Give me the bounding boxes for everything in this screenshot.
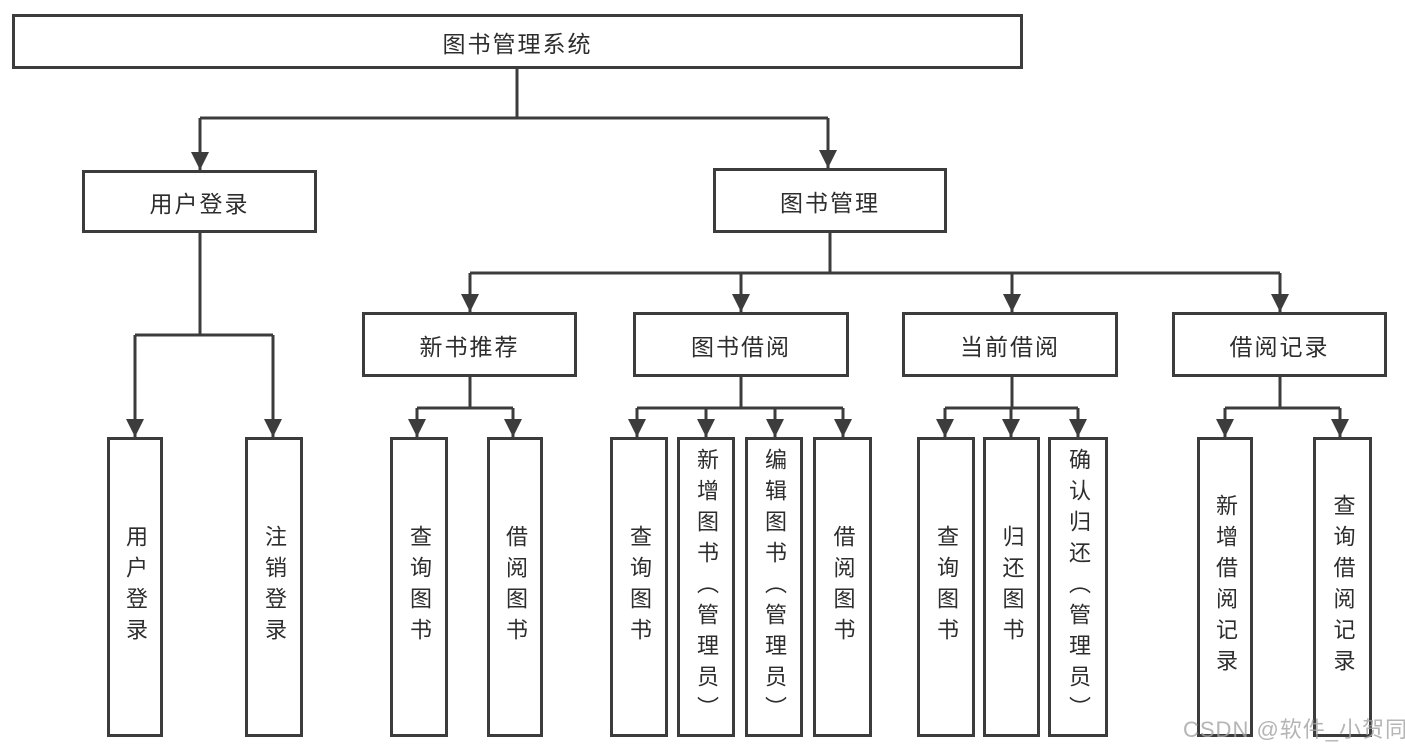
node-book-borrow: 图书借阅: [633, 312, 849, 377]
leaf-query-books: 查询图书: [610, 437, 668, 737]
leaf-query-books-label: 查询图书: [934, 525, 959, 649]
leaf-confirm-return-admin-label: 确认归还（管理员）: [1066, 447, 1091, 727]
node-book-management: 图书管理: [713, 168, 947, 233]
node-user-login-label: 用户登录: [149, 190, 250, 217]
leaf-user-login-label: 用户登录: [123, 525, 148, 649]
leaf-query-books-label: 查询图书: [627, 525, 652, 649]
leaf-add-book-admin: 新增图书（管理员）: [677, 437, 735, 737]
leaf-query-borrow-record: 查询借阅记录: [1313, 437, 1372, 737]
node-book-borrow-label: 图书借阅: [691, 333, 791, 360]
leaf-borrow-books: 借阅图书: [813, 437, 872, 737]
leaf-logout-label: 注销登录: [262, 525, 287, 649]
leaf-add-book-admin-label: 新增图书（管理员）: [694, 447, 719, 727]
node-borrow-records-label: 借阅记录: [1229, 333, 1330, 360]
node-new-book-recommend-label: 新书推荐: [419, 333, 520, 360]
leaf-return-books-label: 归还图书: [999, 525, 1025, 649]
leaf-borrow-books-label: 借阅图书: [830, 525, 856, 649]
leaf-query-books: 查询图书: [390, 437, 448, 737]
node-user-login: 用户登录: [82, 170, 317, 233]
leaf-add-borrow-record-label: 新增借阅记录: [1213, 494, 1238, 680]
leaf-query-books: 查询图书: [917, 437, 975, 737]
leaf-borrow-books-label: 借阅图书: [503, 525, 528, 649]
leaf-query-borrow-record-label: 查询借阅记录: [1330, 494, 1356, 680]
node-root-system-label: 图书管理系统: [442, 30, 593, 57]
connector-trunks: [135, 69, 1340, 410]
node-current-borrow-label: 当前借阅: [960, 333, 1060, 360]
leaf-edit-book-admin-label: 编辑图书（管理员）: [762, 447, 787, 727]
node-new-book-recommend: 新书推荐: [362, 312, 577, 377]
leaf-edit-book-admin: 编辑图书（管理员）: [745, 437, 803, 737]
node-root-system: 图书管理系统: [12, 14, 1023, 69]
leaf-borrow-books: 借阅图书: [487, 437, 543, 737]
leaf-confirm-return-admin: 确认归还（管理员）: [1048, 437, 1108, 737]
leaf-logout: 注销登录: [245, 437, 303, 737]
leaf-return-books: 归还图书: [983, 437, 1040, 737]
node-book-management-label: 图书管理: [780, 189, 880, 216]
node-borrow-records: 借阅记录: [1172, 312, 1387, 377]
leaf-user-login: 用户登录: [107, 437, 163, 737]
leaf-query-books-label: 查询图书: [407, 525, 432, 649]
node-current-borrow: 当前借阅: [902, 312, 1118, 377]
csdn-watermark: CSDN @软件_小贺同学: [1183, 717, 1405, 742]
leaf-add-borrow-record: 新增借阅记录: [1197, 437, 1253, 737]
